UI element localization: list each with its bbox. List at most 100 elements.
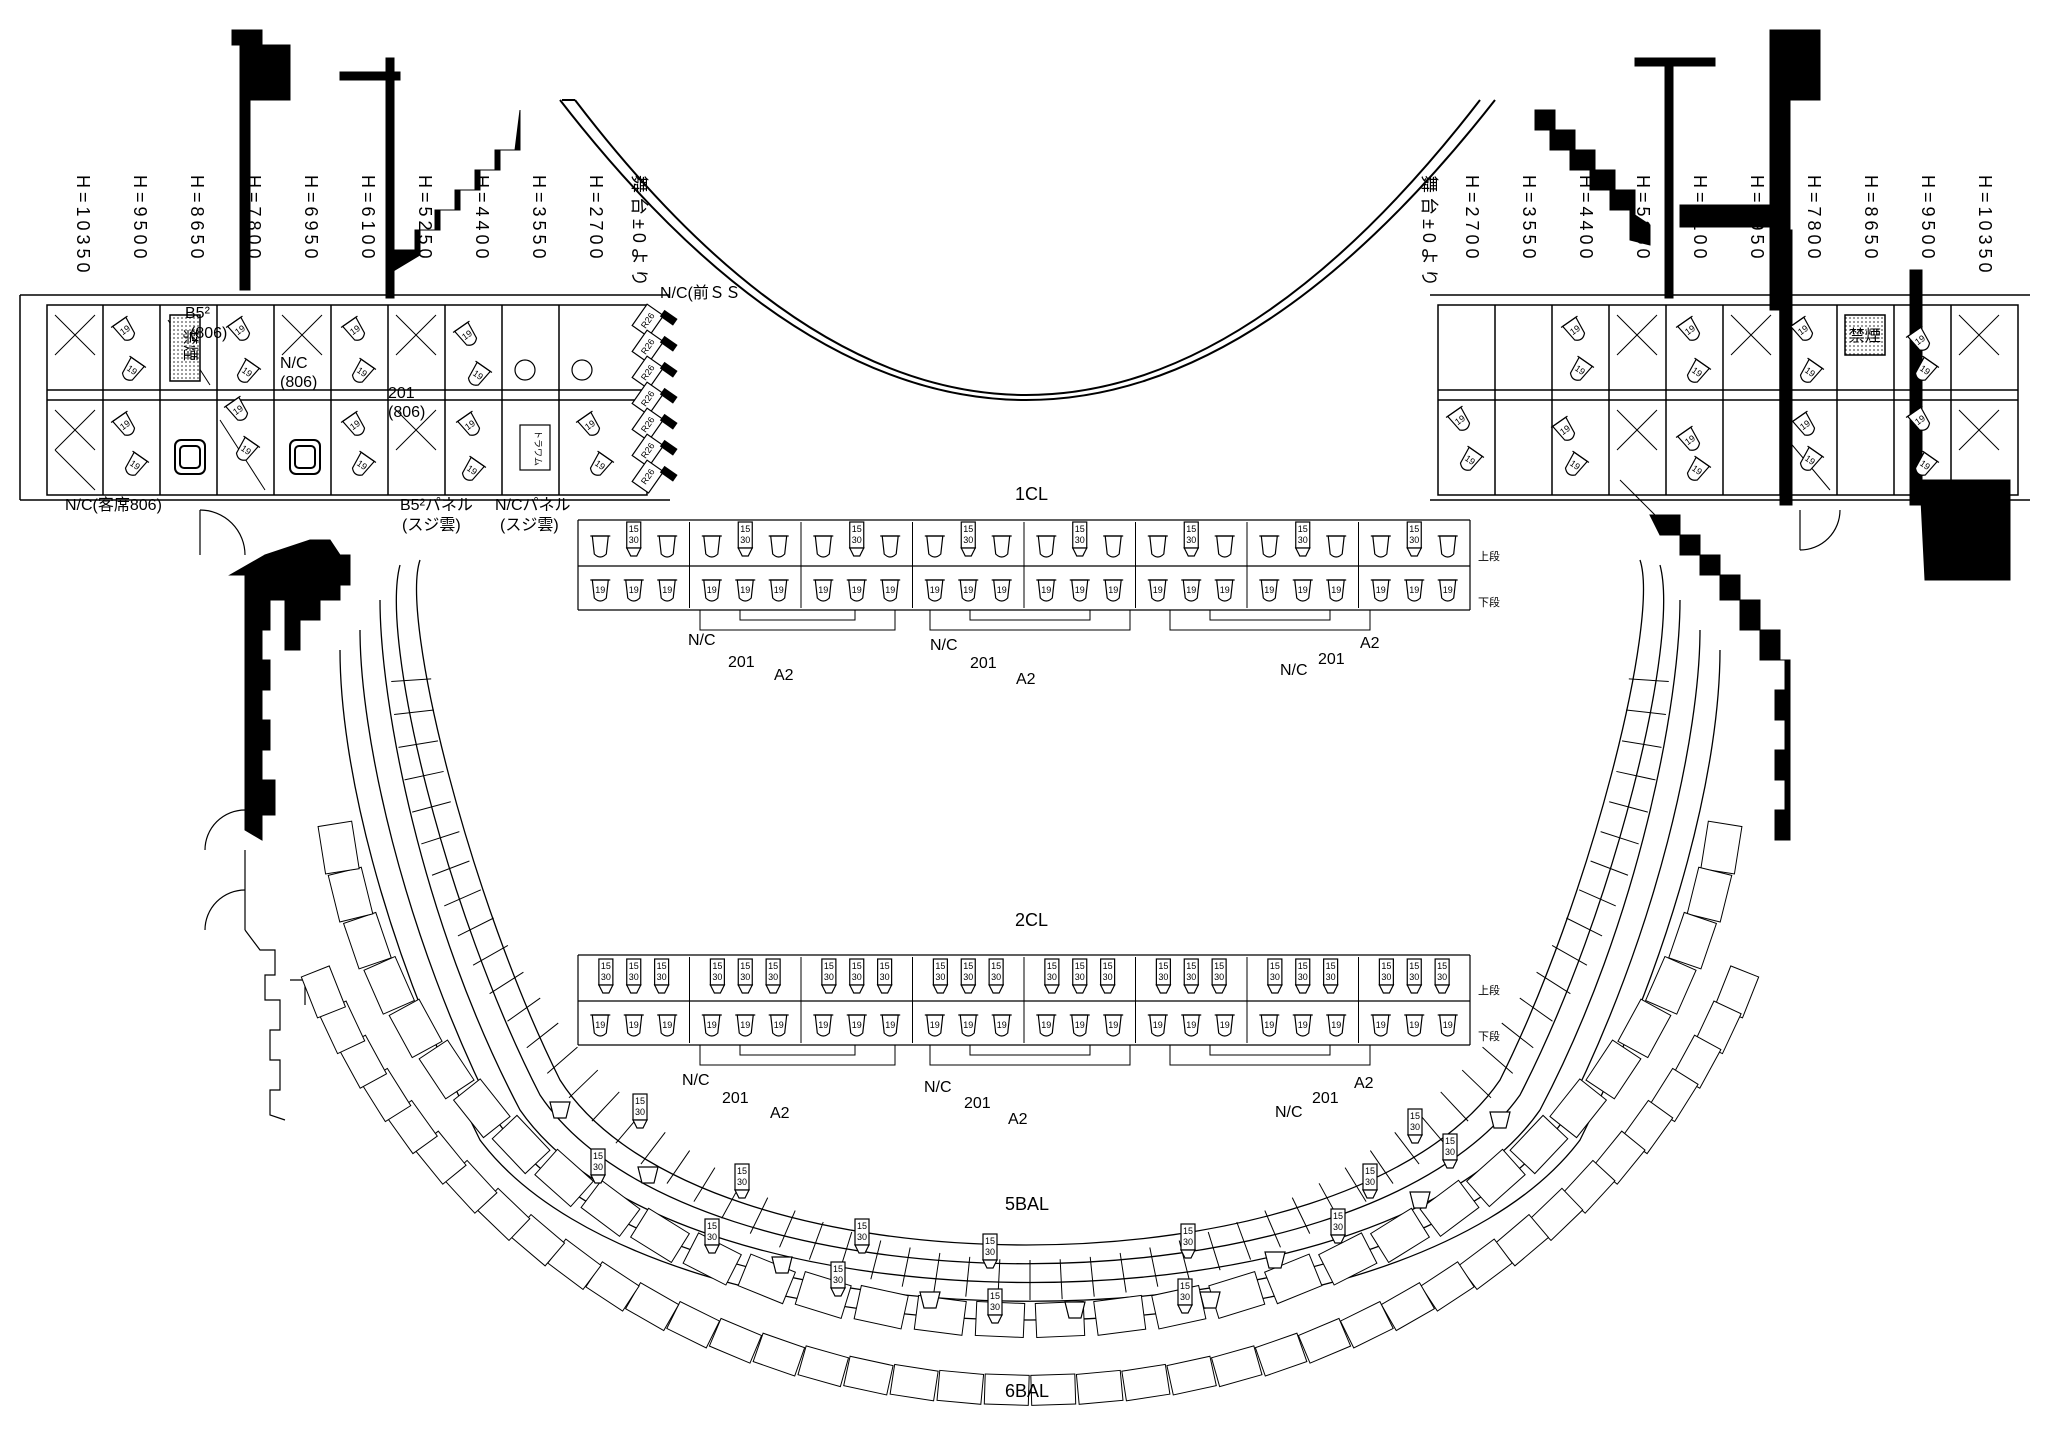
rail-tick (1369, 1150, 1394, 1184)
fixture-label: 15 (1409, 961, 1419, 971)
fixture-lamp: 19 (735, 1014, 756, 1037)
fixture-lamp: 19 (1788, 315, 1814, 341)
fixture-lamp: 19 (575, 410, 601, 436)
fixture-label: 19 (1331, 1020, 1341, 1030)
fixture-label: 19 (662, 585, 672, 595)
circuit-bracket (929, 610, 1131, 631)
rail-tick (1590, 860, 1629, 876)
seat-block (1549, 1078, 1608, 1139)
fixture-label: 30 (740, 972, 750, 982)
fixture-lamp: 19 (1404, 1014, 1425, 1037)
fixture-label: 19 (1220, 585, 1230, 595)
fixture-label: 30 (935, 972, 945, 982)
fixture-label: 19 (1376, 585, 1386, 595)
cl2-201-3: 201 (1312, 1090, 1339, 1107)
fixture-label: 30 (712, 972, 722, 982)
fixture-label: 19 (465, 463, 479, 477)
fixture-label: 15 (740, 961, 750, 971)
seat-block (388, 998, 443, 1059)
seat-block (418, 1039, 475, 1100)
kinen-box-right (1844, 314, 1886, 356)
rail-tick (526, 1022, 559, 1049)
fixture-label: 19 (355, 458, 369, 472)
fixture-label: 19 (1683, 433, 1697, 447)
cl1-a2-3: A2 (1360, 635, 1380, 652)
fixture-label: 19 (1453, 413, 1467, 427)
fixture-label: 19 (1298, 585, 1308, 595)
r26-fixture: R26 (631, 355, 678, 390)
fixture-label: 19 (593, 458, 607, 472)
fixture-lamp: 19 (1259, 1014, 1280, 1037)
fixture-label: 30 (1180, 1292, 1190, 1302)
circuit-bracket (739, 610, 856, 621)
fixture-label: 19 (963, 1020, 973, 1030)
fixture-lamp: 19 (235, 435, 261, 461)
fixture-lamp (924, 535, 945, 558)
fresnel-fixture (771, 1256, 793, 1274)
circuit-bracket (739, 1045, 856, 1056)
fixture-label: 15 (1381, 961, 1391, 971)
fixture-lamp: 19 (1259, 579, 1280, 602)
rail-tick (1551, 945, 1588, 966)
rail-tick (568, 1069, 599, 1099)
rail-tick (1501, 1022, 1534, 1049)
cl2-a2-3: A2 (1354, 1075, 1374, 1092)
fixture-label: 15 (1214, 961, 1224, 971)
cl2-201-1: 201 (722, 1090, 749, 1107)
fixture-label: 19 (128, 458, 142, 472)
fixture-label: 15 (857, 1221, 867, 1231)
fixture-label: 19 (118, 323, 132, 337)
height-label: H=2700 (1462, 175, 1482, 263)
fixture-lamp: 19 (1292, 1014, 1313, 1037)
rail-tick (1621, 740, 1662, 748)
fixture-lamp: 19 (1799, 445, 1825, 471)
height-label: H=4400 (472, 175, 492, 263)
fixture-label: 30 (1075, 535, 1085, 545)
fixture-label: 30 (1445, 1147, 1455, 1157)
circuit-bracket (969, 1045, 1091, 1056)
rail-tick (965, 1256, 971, 1297)
fixture-label: 19 (583, 418, 597, 432)
b5-806-label: B5² (185, 305, 211, 322)
rail-tick (1059, 1259, 1063, 1300)
b5-panel-sub: (スジ雲) (402, 517, 461, 534)
rail-tick (507, 997, 541, 1022)
fixture-lamp: 19 (1326, 1014, 1347, 1037)
fixture-lamp: 19 (924, 579, 945, 602)
fixture-lamp: 19 (455, 410, 481, 436)
fixture-label: 30 (707, 1232, 717, 1242)
fixture-label: 19 (1690, 463, 1704, 477)
seat-block (1700, 820, 1743, 875)
seat-block (752, 1332, 806, 1377)
bal5-title: 5BAL (1005, 1194, 1049, 1214)
fixture-label: 19 (930, 1020, 940, 1030)
fixture-lamp: 19 (735, 579, 756, 602)
fixture-label: 15 (1365, 1166, 1375, 1176)
rail-tick (1616, 770, 1656, 781)
fixture-lamp: 19 (1445, 405, 1471, 431)
height-label: H=7800 (244, 175, 264, 263)
left-wall-structures (228, 29, 521, 841)
fixture-label: 15 (1075, 961, 1085, 971)
fixture-label: 19 (348, 323, 362, 337)
fixture-label: 19 (1573, 363, 1587, 377)
fixture-label: 19 (1186, 1020, 1196, 1030)
circuit-bracket (929, 1045, 1131, 1066)
fixture-lamp: 19 (958, 579, 979, 602)
fixture-label: 19 (595, 1020, 605, 1030)
seat-block (491, 1114, 551, 1175)
fixture-label: 19 (774, 1020, 784, 1030)
seat-block (1075, 1369, 1124, 1405)
fixture-lamp (991, 535, 1012, 558)
fixture-label: 15 (963, 524, 973, 534)
